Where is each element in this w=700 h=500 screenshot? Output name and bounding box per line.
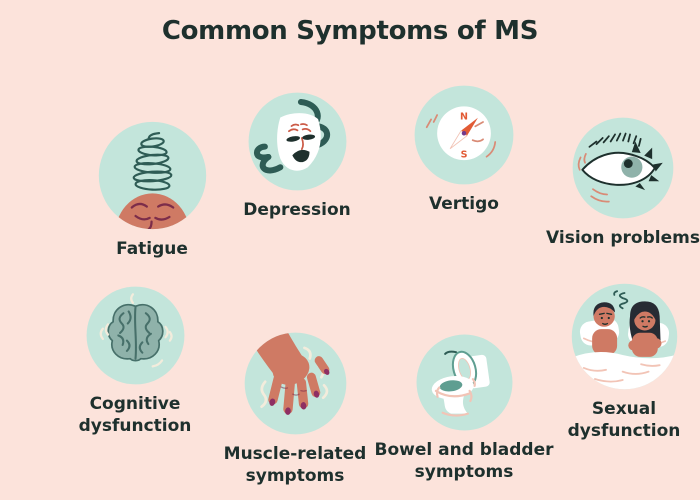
- symptom-muscle-related: Muscle-related symptoms: [215, 330, 375, 488]
- limp-hand-icon: [244, 332, 346, 435]
- symptom-fatigue: Fatigue: [77, 119, 227, 261]
- couple-in-bed-icon: [571, 283, 677, 390]
- symptom-label: Vision problems: [546, 228, 700, 248]
- brain-icon: [86, 286, 184, 385]
- symptom-label: Bowel and bladder symptoms: [374, 440, 554, 482]
- symptom-vertigo: N S Vertigo: [389, 83, 539, 216]
- compass-north-label: N: [460, 111, 468, 122]
- symptom-label: Depression: [243, 200, 351, 220]
- symptom-bowel-bladder: Bowel and bladder symptoms: [374, 332, 554, 484]
- symptom-sexual-dysfunction: Sexual dysfunction: [546, 281, 700, 443]
- eye-icon: [572, 117, 674, 219]
- compass-south-label: S: [461, 150, 468, 161]
- symptom-label: Fatigue: [116, 239, 188, 259]
- symptom-label: Muscle-related symptoms: [223, 444, 367, 486]
- sad-mask-icon: [248, 92, 346, 191]
- page-title: Common Symptoms of MS: [161, 16, 539, 46]
- toilet-icon: [416, 334, 512, 431]
- symptom-label: Cognitive dysfunction: [78, 394, 192, 436]
- spinning-compass-icon: N S: [414, 85, 514, 185]
- symptom-label: Sexual dysfunction: [567, 399, 681, 441]
- symptom-label: Vertigo: [429, 194, 499, 214]
- symptom-vision-problems: Vision problems: [537, 115, 700, 250]
- symptom-cognitive-dysfunction: Cognitive dysfunction: [60, 284, 210, 438]
- fatigue-head-spiral-icon: [98, 121, 206, 230]
- symptom-depression: Depression: [222, 90, 372, 222]
